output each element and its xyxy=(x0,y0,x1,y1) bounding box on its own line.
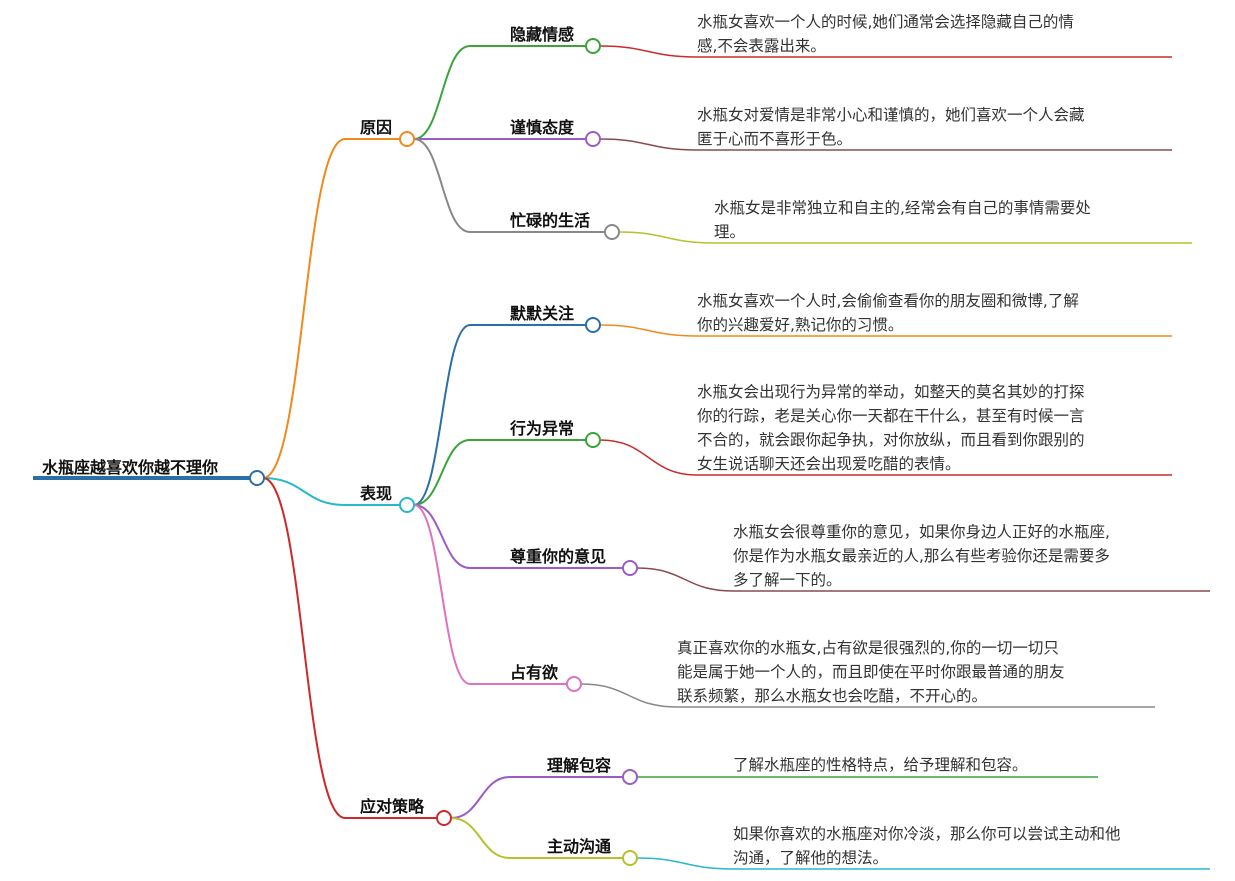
subtopic-description: 水瓶女对爱情是非常小心和谨慎的，她们喜欢一个人会藏匿于心而不喜形于色。 xyxy=(697,103,1085,151)
description-line: 不合的，就会跟你起争执，对你放纵，而且看到你跟别的 xyxy=(697,431,1085,449)
subtopic-collapse-toggle[interactable] xyxy=(585,38,601,54)
description-line: 联系频繁，那么水瓶女也会吃醋，不开心的。 xyxy=(677,687,988,705)
subtopic[interactable]: 理解包容 xyxy=(547,756,612,775)
subtopic-description: 水瓶女会出现行为异常的举动，如整天的莫名其妙的打探你的行踪，老是关心你一天都在干… xyxy=(697,380,1085,476)
subtopic[interactable]: 谨慎态度 xyxy=(510,118,575,137)
description-line: 你的行踪，老是关心你一天都在干什么，甚至有时候一言 xyxy=(697,407,1085,425)
subtopic[interactable]: 占有欲 xyxy=(510,663,559,682)
description-line: 你是作为水瓶女最亲近的人,那么有些考验你还是需要多 xyxy=(733,547,1110,565)
description-line: 水瓶女喜欢一个人时,会偷偷查看你的朋友圈和微博,了解 xyxy=(697,292,1079,310)
subtopic-description: 水瓶女会很尊重你的意见，如果你身边人正好的水瓶座, 你是作为水瓶女最亲近的人,那么… xyxy=(733,520,1110,592)
description-underline xyxy=(636,857,1210,870)
subtopic-collapse-toggle[interactable] xyxy=(585,317,601,333)
description-line: 水瓶女会出现行为异常的举动，如整天的莫名其妙的打探 xyxy=(697,383,1085,401)
description-line: 多了解一下的。 xyxy=(733,571,842,589)
root-topic[interactable]: 水瓶座越喜欢你越不理你 xyxy=(42,458,219,477)
subtopic-connector xyxy=(413,504,567,685)
subtopic-collapse-toggle[interactable] xyxy=(585,432,601,448)
description-line: 真正喜欢你的水瓶女,占有欲是很强烈的,你的一切一切只 xyxy=(677,639,1059,657)
description-line: 如果你喜欢的水瓶座对你冷淡，那么你可以尝试主动和他 xyxy=(733,825,1121,843)
subtopic-description: 水瓶女喜欢一个人时,会偷偷查看你的朋友圈和微博,了解你的兴趣爱好,熟记你的习惯。 xyxy=(697,289,1079,337)
subtopic-description: 了解水瓶座的性格特点，给予理解和包容。 xyxy=(733,753,1028,777)
subtopic-connector xyxy=(413,138,605,233)
description-underline xyxy=(636,567,1210,592)
subtopic[interactable]: 尊重你的意见 xyxy=(510,547,607,566)
branch-topic[interactable]: 表现 xyxy=(360,484,393,503)
subtopic-description: 如果你喜欢的水瓶座对你冷淡，那么你可以尝试主动和他沟通，了解他的想法。 xyxy=(733,822,1121,870)
description-underline xyxy=(599,138,1172,151)
description-line: 沟通，了解他的想法。 xyxy=(733,849,889,867)
subtopic[interactable]: 忙碌的生活 xyxy=(510,211,591,230)
branch-topic[interactable]: 原因 xyxy=(360,118,393,137)
description-line: 了解水瓶座的性格特点，给予理解和包容。 xyxy=(733,756,1028,774)
branch-collapse-toggle[interactable] xyxy=(399,131,415,147)
subtopic-connector xyxy=(413,324,586,506)
subtopic-description: 水瓶女喜欢一个人的时候,她们通常会选择隐藏自己的情感,不会表露出来。 xyxy=(697,10,1074,58)
subtopic-description: 真正喜欢你的水瓶女,占有欲是很强烈的,你的一切一切只能是属于她一个人的，而且即使… xyxy=(677,636,1065,708)
subtopic-collapse-toggle[interactable] xyxy=(585,131,601,147)
description-line: 水瓶女对爱情是非常小心和谨慎的，她们喜欢一个人会藏 xyxy=(697,106,1085,124)
subtopic-connector xyxy=(450,776,623,819)
description-line: 感,不会表露出来。 xyxy=(697,37,826,55)
description-underline xyxy=(599,439,1172,476)
subtopic[interactable]: 行为异常 xyxy=(510,419,575,438)
branch-connector xyxy=(262,477,400,506)
description-line: 水瓶女会很尊重你的意见，如果你身边人正好的水瓶座, xyxy=(733,523,1110,541)
description-line: 匿于心而不喜形于色。 xyxy=(697,130,853,148)
subtopic-connector xyxy=(413,504,623,569)
description-line: 你的兴趣爱好,熟记你的习惯。 xyxy=(697,316,904,334)
subtopic-connector xyxy=(450,817,623,859)
subtopic[interactable]: 隐藏情感 xyxy=(510,25,575,44)
root-collapse-toggle[interactable] xyxy=(249,470,265,486)
subtopic-collapse-toggle[interactable] xyxy=(622,769,638,785)
description-line: 能是属于她一个人的，而且即使在平时你跟最普通的朋友 xyxy=(677,663,1065,681)
subtopic-connector xyxy=(413,439,586,506)
description-underline xyxy=(618,231,1192,244)
subtopic-connector xyxy=(413,45,586,140)
branch-collapse-toggle[interactable] xyxy=(436,810,452,826)
description-line: 女生说话聊天还会出现爱吃醋的表情。 xyxy=(697,455,961,473)
description-underline xyxy=(599,324,1172,337)
subtopic-description: 水瓶女是非常独立和自主的,经常会有自己的事情需要处理。 xyxy=(714,196,1091,244)
description-line: 水瓶女喜欢一个人的时候,她们通常会选择隐藏自己的情 xyxy=(697,13,1074,31)
description-underline xyxy=(599,45,1172,58)
subtopic[interactable]: 默默关注 xyxy=(510,304,575,323)
branch-topic[interactable]: 应对策略 xyxy=(360,797,425,816)
description-line: 水瓶女是非常独立和自主的,经常会有自己的事情需要处 xyxy=(714,199,1091,217)
subtopic-collapse-toggle[interactable] xyxy=(622,850,638,866)
subtopic-collapse-toggle[interactable] xyxy=(566,676,582,692)
description-line: 理。 xyxy=(714,223,746,241)
branch-connector xyxy=(262,477,437,819)
description-underline xyxy=(580,683,1155,708)
subtopic-collapse-toggle[interactable] xyxy=(604,224,620,240)
subtopic-collapse-toggle[interactable] xyxy=(622,560,638,576)
branch-collapse-toggle[interactable] xyxy=(399,497,415,513)
branch-connector xyxy=(262,138,400,479)
subtopic[interactable]: 主动沟通 xyxy=(547,837,612,856)
